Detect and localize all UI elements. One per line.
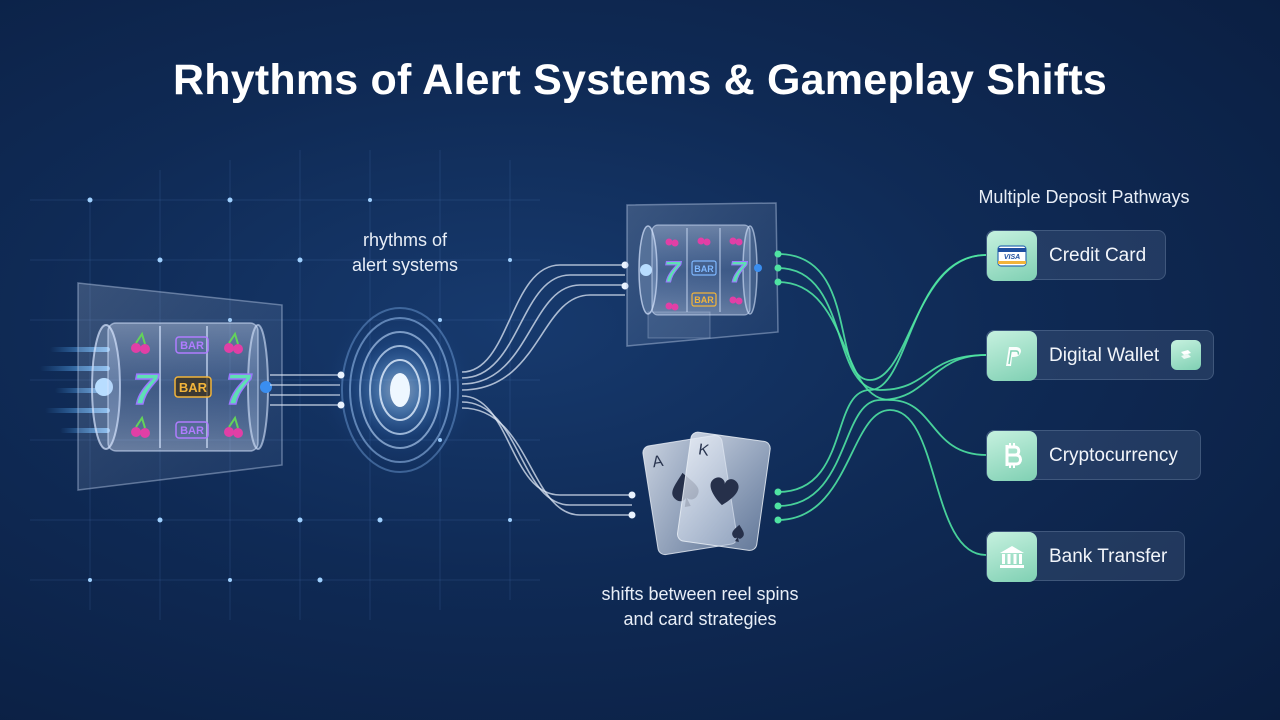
card-rank: K	[697, 441, 710, 459]
bar-symbol: BAR	[694, 264, 714, 274]
alert-label-line-2: alert systems	[351, 255, 459, 275]
pathway-label: Bank Transfer	[1049, 546, 1168, 567]
bar-symbol: BAR	[179, 380, 208, 395]
pathway-label: Digital Wallet	[1049, 345, 1160, 366]
playing-cards: A K	[642, 431, 771, 556]
pathways-title: Multiple Deposit Pathways	[978, 187, 1190, 207]
card-rank: A	[651, 453, 665, 472]
shifts-label: shifts between reel spins and card strat…	[560, 582, 840, 632]
pathway-label: Credit Card	[1049, 245, 1147, 266]
slot-machine-top: 7 7 BAR BAR	[626, 202, 779, 347]
wallet-app-icon	[1171, 340, 1201, 370]
bar-symbol: BAR	[694, 295, 714, 305]
green-connector-nodes	[774, 250, 782, 524]
heart-icon	[710, 477, 739, 506]
bar-symbol: BAR	[180, 340, 204, 352]
shifts-label-line-1: shifts between reel spins	[601, 584, 799, 604]
svg-text:VISA: VISA	[1004, 254, 1020, 261]
page-title: Rhythms of Alert Systems & Gameplay Shif…	[173, 56, 1107, 104]
pathway-cryptocurrency[interactable]: Cryptocurrency	[986, 430, 1201, 481]
alert-label-line-1: rhythms of	[362, 230, 448, 250]
pathway-credit-card[interactable]: VISA Credit Card	[986, 230, 1166, 281]
seven-symbol: 7	[730, 256, 748, 289]
alert-ring	[320, 307, 480, 473]
slot-machine-left: 7 7 BAR BAR BAR	[40, 282, 283, 491]
alert-systems-label: rhythms of alert systems	[330, 228, 480, 278]
paypal-icon	[987, 331, 1037, 381]
connector-nodes	[621, 261, 636, 519]
bar-symbol: BAR	[180, 425, 204, 437]
spade-icon	[732, 524, 744, 542]
seven-symbol: 7	[664, 256, 682, 289]
connector-games-to-pathways	[777, 253, 987, 556]
pathway-digital-wallet[interactable]: Digital Wallet	[986, 330, 1214, 381]
connector-ring-to-games	[461, 264, 632, 516]
seven-symbol: 7	[226, 365, 253, 414]
bitcoin-icon	[987, 431, 1037, 481]
bank-icon	[987, 532, 1037, 582]
credit-card-icon: VISA	[987, 231, 1037, 281]
cherry-icon	[131, 343, 243, 438]
pathway-bank-transfer[interactable]: Bank Transfer	[986, 531, 1185, 582]
shifts-label-line-2: and card strategies	[623, 609, 777, 629]
seven-symbol: 7	[133, 365, 160, 414]
pathway-label: Cryptocurrency	[1049, 445, 1178, 466]
